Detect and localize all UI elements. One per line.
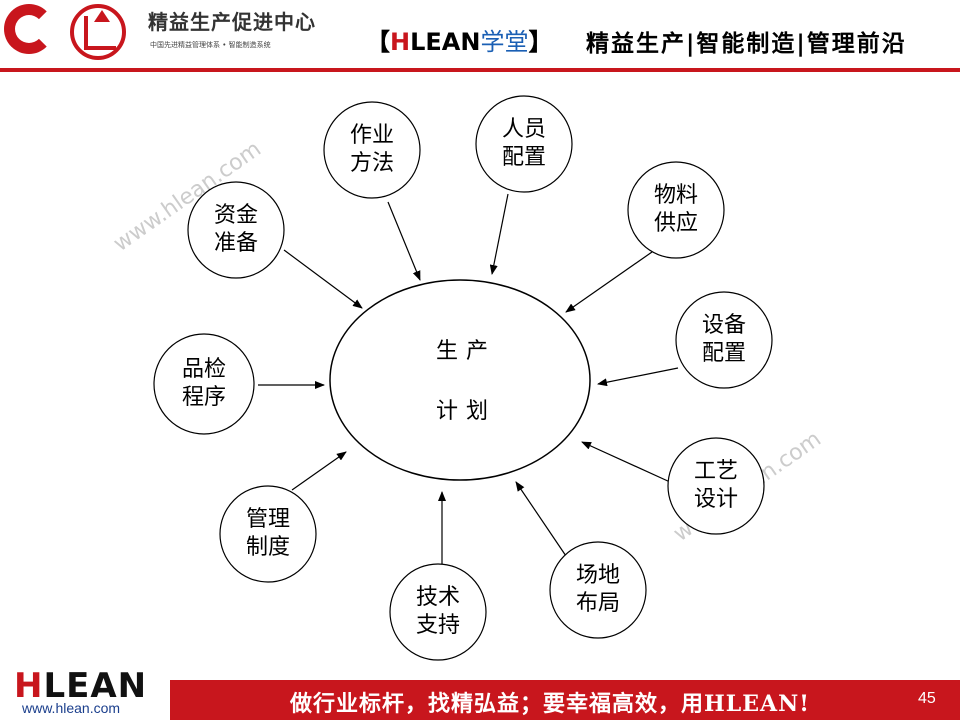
node-shebei: 设备 配置 [675, 291, 773, 389]
arrow-zijin [283, 249, 363, 309]
node-renyuan-line1: 人员 [502, 117, 546, 142]
brand-tag-open: 【 [366, 28, 390, 56]
footer-logo: HLEAN [14, 666, 147, 706]
arrow-renyuan [489, 193, 509, 275]
page-number: 45 [918, 690, 936, 707]
arrow-gongyi [581, 441, 671, 483]
node-renyuan: 人员 配置 [475, 95, 573, 193]
node-gongyi-line1: 工艺 [694, 459, 738, 484]
node-gongyi-line2: 设计 [694, 487, 738, 512]
header-slogan: 精益生产|智能制造|管理前沿 [586, 31, 907, 57]
node-zuoye-line2: 方法 [350, 151, 394, 176]
header: 精益生产促进中心 中国先进精益管理体系 • 智能制造系统 【HLEAN学堂】 精… [0, 0, 960, 72]
brand-tag-name: LEAN [410, 28, 481, 56]
brand-tag-suffix: 学堂 [480, 28, 529, 56]
footer-logo-rest: LEAN [43, 666, 148, 706]
center-label-line1: 生产 [436, 339, 496, 364]
node-wuliao-line1: 物料 [654, 183, 698, 208]
node-guanli-line1: 管理 [246, 507, 290, 532]
center-node: 生产 计划 [329, 279, 591, 481]
brand-tag: 【HLEAN学堂】 [366, 22, 552, 57]
arrow-wuliao [565, 251, 653, 313]
node-guanli-line2: 制度 [246, 535, 290, 560]
node-renyuan-line2: 配置 [502, 145, 546, 170]
footer-slogan: 做行业标杆，找精弘益；要幸福高效，用HLEAN! [290, 691, 810, 717]
header-divider [0, 68, 960, 72]
arrow-guanli [291, 451, 347, 491]
footer-bar [170, 680, 960, 720]
arrow-shebei [597, 367, 679, 387]
node-zijin-line2: 准备 [214, 231, 258, 256]
node-jishu-line1: 技术 [416, 585, 460, 610]
node-wuliao-line2: 供应 [654, 211, 698, 236]
org-name: 精益生产促进中心 [148, 10, 316, 34]
org-subtitle: 中国先进精益管理体系 • 智能制造系统 [150, 41, 271, 49]
logo-c-icon [4, 4, 54, 54]
logo-circle-arrow-icon [70, 4, 126, 60]
node-shebei-line1: 设备 [702, 313, 746, 338]
node-wuliao: 物料 供应 [627, 161, 725, 259]
footer-url-link[interactable]: www.hlean.com [22, 700, 121, 716]
node-zuoye-line1: 作业 [350, 123, 394, 148]
center-label-line2: 计划 [436, 399, 496, 424]
node-jishu: 技术 支持 [389, 563, 487, 661]
brand-tag-h: H [390, 28, 411, 56]
arrow-zuoye [387, 201, 421, 281]
arrow-changdi [515, 481, 567, 557]
node-changdi-line2: 布局 [576, 591, 620, 616]
node-shebei-line2: 配置 [702, 341, 746, 366]
footer-logo-h: H [14, 666, 44, 706]
node-zuoye: 作业 方法 [323, 101, 421, 199]
node-zijin-line1: 资金 [214, 203, 258, 228]
node-pinjian: 品检 程序 [153, 333, 255, 435]
node-zijin: 资金 准备 [187, 181, 285, 279]
node-changdi: 场地 布局 [549, 541, 647, 639]
node-pinjian-line1: 品检 [182, 357, 226, 382]
node-jishu-line2: 支持 [416, 613, 460, 638]
brand-tag-close: 】 [528, 28, 553, 56]
node-changdi-line1: 场地 [576, 563, 620, 588]
production-plan-diagram: www.hlean.com www.hlean.com www.hlean.co… [109, 95, 826, 661]
node-guanli: 管理 制度 [219, 485, 317, 583]
node-gongyi: 工艺 设计 [667, 437, 765, 535]
node-pinjian-line2: 程序 [182, 385, 226, 410]
